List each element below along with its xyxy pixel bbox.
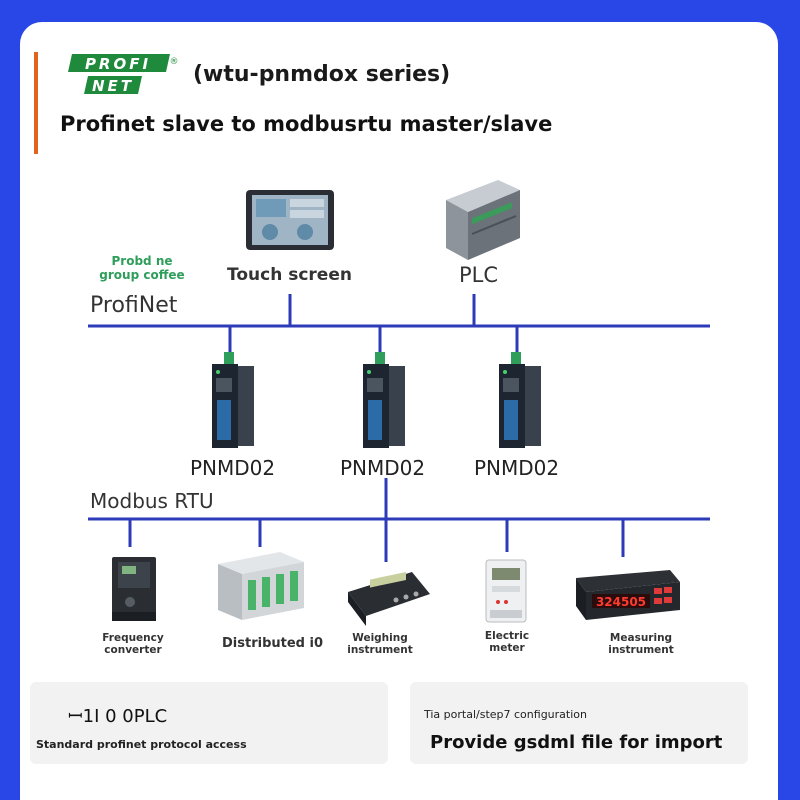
small-note: Probd ne group coffee bbox=[90, 254, 194, 282]
gateway-label-3: PNMD02 bbox=[474, 456, 560, 480]
left-panel-heading: ꟷ1Ⅰ 0 0PLC bbox=[68, 706, 168, 727]
distributed-io-label: Distributed i0 bbox=[222, 636, 323, 651]
gateway-label-2: PNMD02 bbox=[340, 456, 426, 480]
electric-meter-label: Electric meter bbox=[472, 630, 542, 654]
profinet-bus-label: ProfiNet bbox=[90, 293, 178, 318]
logo-line2: NET bbox=[92, 77, 134, 95]
electric-meter-icon bbox=[485, 559, 527, 623]
series-title: (wtu-pnmdox series) bbox=[193, 62, 451, 87]
left-panel-caption: Standard profinet protocol access bbox=[36, 738, 247, 751]
frequency-line2: converter bbox=[104, 644, 162, 656]
measuring-instrument-label: Measuring instrument bbox=[604, 632, 678, 656]
touch-screen-label: Touch screen bbox=[227, 265, 352, 285]
main-title: Profinet slave to modbusrtu master/slave bbox=[60, 112, 553, 136]
gateway-device-3 bbox=[499, 352, 541, 448]
measuring-instrument-icon: 324505 bbox=[576, 570, 680, 620]
weighing-line1: Weighing bbox=[352, 632, 408, 644]
frequency-converter-label: Frequency converter bbox=[94, 632, 172, 656]
modbus-bus-label: Modbus RTU bbox=[90, 489, 214, 513]
gateway-device-2 bbox=[363, 352, 405, 448]
measuring-display-digits: 324505 bbox=[596, 595, 646, 609]
electric-line1: Electric bbox=[484, 630, 530, 642]
frequency-converter-icon bbox=[112, 557, 156, 621]
plc-icon bbox=[446, 180, 520, 260]
right-info-panel: Tia portal/step7 configuration Provide g… bbox=[410, 682, 748, 764]
logo-registered-mark: ® bbox=[170, 57, 179, 67]
weighing-instrument-icon bbox=[348, 571, 430, 626]
measuring-line2: instrument bbox=[608, 644, 674, 656]
plc-label: PLC bbox=[459, 263, 499, 287]
distributed-io-icon bbox=[218, 552, 304, 620]
right-panel-caption: Tia portal/step7 configuration bbox=[424, 708, 587, 721]
logo-line1: PROFI bbox=[85, 55, 151, 73]
gateway-label-1: PNMD02 bbox=[190, 456, 276, 480]
right-panel-heading: Provide gsdml file for import bbox=[430, 732, 723, 753]
frequency-line1: Frequency bbox=[102, 632, 164, 644]
diagram-card: PROFI NET ® (wtu-pnmdox series) Profinet… bbox=[20, 22, 778, 800]
small-note-line1: Probd ne bbox=[111, 254, 173, 268]
measuring-line1: Measuring bbox=[609, 632, 673, 644]
profinet-logo: PROFI NET ® bbox=[66, 52, 179, 100]
touch-screen-icon bbox=[246, 190, 334, 250]
accent-bar bbox=[34, 52, 38, 154]
small-note-line2: group coffee bbox=[99, 268, 185, 282]
weighing-line2: instrument bbox=[347, 644, 413, 656]
weighing-instrument-label: Weighing instrument bbox=[340, 632, 420, 656]
network-diagram: 324505 bbox=[88, 180, 710, 626]
electric-line2: meter bbox=[489, 642, 525, 654]
left-info-panel: ꟷ1Ⅰ 0 0PLC Standard profinet protocol ac… bbox=[30, 682, 388, 764]
gateway-device-1 bbox=[212, 352, 254, 448]
